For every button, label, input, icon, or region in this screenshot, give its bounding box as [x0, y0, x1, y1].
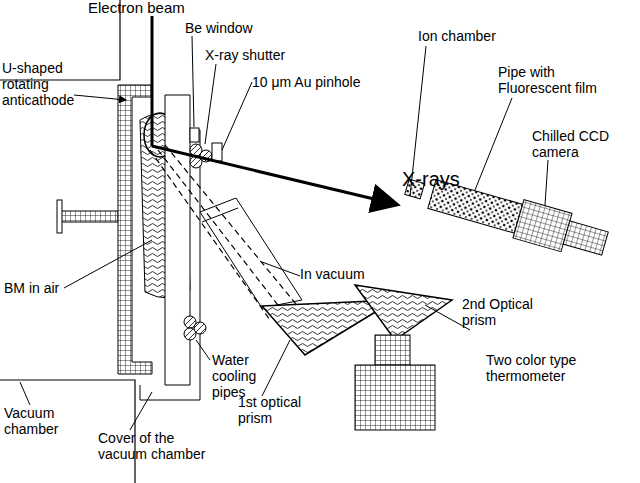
part-label: 1st optical prism	[238, 394, 330, 426]
part-label: 10 μm Au pinhole	[252, 74, 392, 90]
electron-beam	[151, 16, 154, 146]
tube-flange	[202, 208, 238, 222]
part-label: Cover of the vacuum chamber	[98, 430, 218, 462]
part-label: X-ray shutter	[205, 47, 315, 63]
be-window	[190, 128, 199, 142]
au-pinhole	[212, 143, 222, 161]
shaft-flange	[57, 200, 62, 233]
part-label: Two color type thermometer	[486, 352, 598, 384]
thermometer-neck	[375, 335, 410, 365]
chamber-cover-step	[140, 130, 200, 400]
part-label: BM in air	[4, 280, 84, 296]
part-label: Be window	[185, 20, 275, 36]
chamber-cover	[165, 95, 190, 385]
second-optical-prism	[355, 285, 452, 340]
part-label: Vacuum chamber	[4, 405, 70, 437]
optical-path	[150, 145, 305, 320]
part-label: Pipe with Fluorescent film	[498, 64, 628, 96]
two-color-thermometer	[355, 365, 435, 430]
detector-chain	[401, 168, 610, 263]
part-label: Electron beam	[88, 0, 218, 16]
water-cooling-pipes	[184, 144, 212, 340]
anticathode-shaft	[60, 211, 118, 222]
part-label: U-shaped rotating anticathode	[2, 60, 86, 108]
part-label: Ion chamber	[418, 28, 528, 44]
part-label: Chilled CCD camera	[532, 128, 627, 160]
vacuum-tube	[200, 198, 302, 308]
part-label: X-rays	[402, 168, 492, 190]
part-label: Water cooling pipes	[212, 352, 274, 400]
part-label: 2nd Optical prism	[462, 296, 554, 328]
part-label: In vacuum	[300, 266, 390, 282]
leader-lines	[20, 36, 548, 430]
x-ray-beam	[152, 146, 395, 204]
